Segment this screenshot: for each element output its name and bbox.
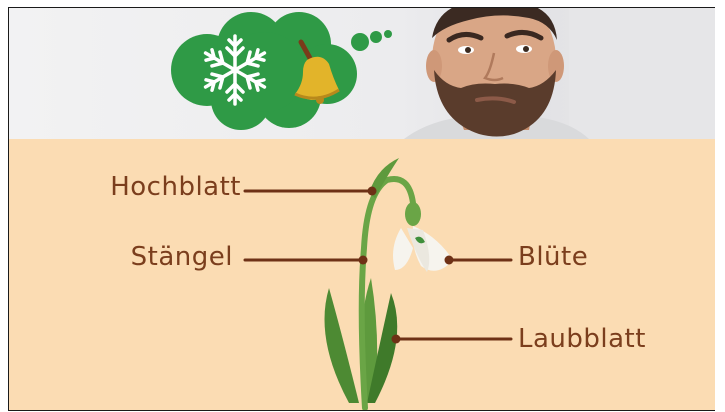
label-blute: Blüte [518, 242, 588, 272]
slide-frame: Hochblatt Stängel Blüte Laubblatt [8, 7, 715, 411]
bell-icon [287, 38, 347, 108]
flower-ovary [405, 202, 421, 226]
label-hochblatt: Hochblatt [110, 172, 241, 202]
marker-stangel [359, 256, 368, 265]
snowflake-icon [195, 30, 275, 110]
label-stangel: Stängel [131, 242, 233, 272]
label-laubblatt: Laubblatt [518, 324, 646, 354]
marker-hochblatt [368, 187, 377, 196]
marker-laubblatt [392, 335, 401, 344]
marker-blute [445, 256, 454, 265]
leaf-left [325, 288, 360, 403]
photo-banner [9, 8, 715, 139]
